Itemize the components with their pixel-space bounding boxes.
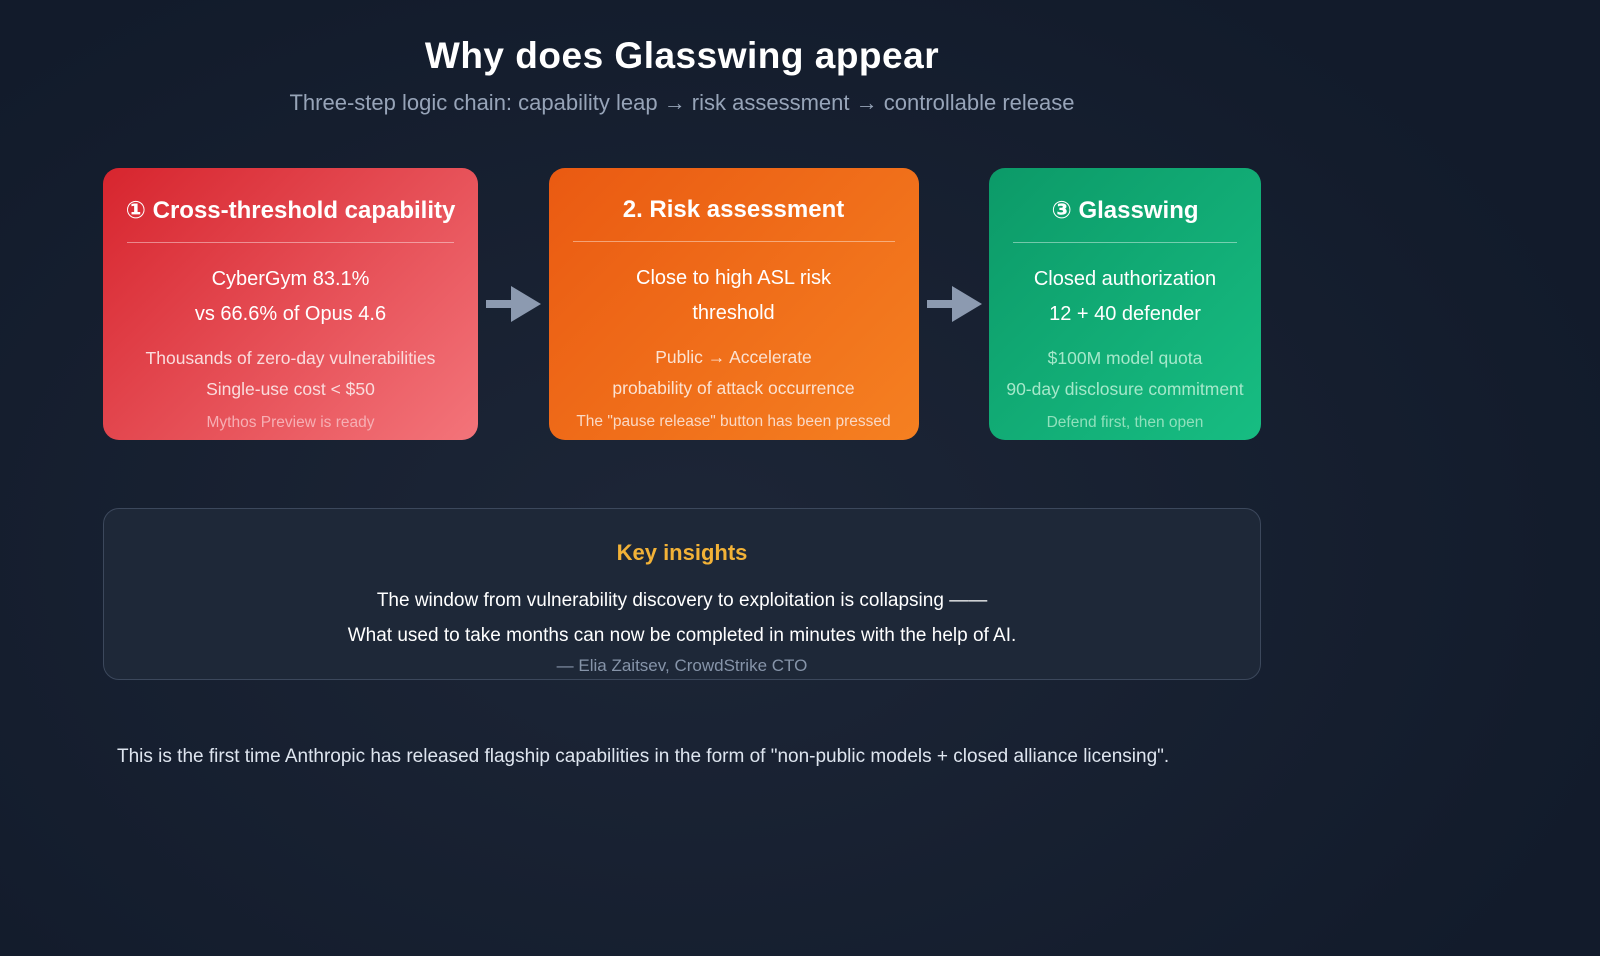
insights-line: The window from vulnerability discovery … <box>376 590 988 611</box>
card-secondary-line: Thousands of zero-day vulnerabilities <box>145 348 436 368</box>
arrow-right-icon <box>919 168 990 440</box>
card-primary-block: Closed authorization 12 + 40 defender <box>1003 262 1247 332</box>
slide-header: Why does Glasswing appear Three-step log… <box>103 0 1261 116</box>
logic-chain: ① Cross-threshold capability CyberGym 83… <box>103 168 1261 440</box>
card-secondary-line: probability of attack occurrence <box>612 378 855 398</box>
card-secondary-block: Public → Accelerate probability of attac… <box>563 342 905 404</box>
card-secondary-line: 90-day disclosure commitment <box>1006 379 1244 399</box>
card-tertiary-line: The "pause release" button has been pres… <box>576 413 891 430</box>
arrow-right-icon <box>478 168 549 440</box>
page-title: Why does Glasswing appear <box>424 35 940 76</box>
insights-attribution: — Elia Zaitsev, CrowdStrike CTO <box>556 656 808 675</box>
card-secondary-block: Thousands of zero-day vulnerabilities Si… <box>117 343 464 405</box>
card-title: ① Cross-threshold capability <box>125 197 456 224</box>
card-primary-line: CyberGym 83.1% <box>211 268 370 290</box>
card-primary-line: threshold <box>692 302 775 324</box>
card-primary-block: Close to high ASL risk threshold <box>563 261 905 331</box>
card-secondary-block: $100M model quota 90-day disclosure comm… <box>1003 343 1247 405</box>
page-subtitle: Three-step logic chain: capability leap … <box>289 90 1075 115</box>
card-secondary-line: Single-use cost < $50 <box>206 379 375 399</box>
card-glasswing: ③ Glasswing Closed authorization 12 + 40… <box>989 168 1261 440</box>
insights-title: Key insights <box>616 540 748 565</box>
card-primary-line: Closed authorization <box>1033 268 1217 290</box>
card-tertiary-line: Mythos Preview is ready <box>206 414 375 431</box>
card-risk-assessment: 2. Risk assessment Close to high ASL ris… <box>548 168 919 440</box>
insights-line: What used to take months can now be comp… <box>347 625 1017 646</box>
card-tertiary-line: Defend first, then open <box>1046 414 1204 431</box>
card-cross-threshold-capability: ① Cross-threshold capability CyberGym 83… <box>103 168 478 440</box>
card-primary-line: 12 + 40 defender <box>1049 303 1201 325</box>
footnote: This is the first time Anthropic has rel… <box>117 746 1170 767</box>
card-primary-block: CyberGym 83.1% vs 66.6% of Opus 4.6 <box>117 262 464 332</box>
card-primary-line: Close to high ASL risk <box>636 267 831 289</box>
card-title: ③ Glasswing <box>1051 197 1199 224</box>
card-secondary-line: Public → Accelerate <box>655 347 812 367</box>
divider <box>572 241 895 242</box>
divider <box>127 242 454 243</box>
card-primary-line: vs 66.6% of Opus 4.6 <box>194 303 387 325</box>
key-insights-panel: Key insights The window from vulnerabili… <box>103 508 1261 680</box>
card-secondary-line: $100M model quota <box>1047 348 1203 368</box>
card-title: 2. Risk assessment <box>622 196 845 223</box>
slide: Why does Glasswing appear Three-step log… <box>103 0 1261 768</box>
divider <box>1013 242 1237 243</box>
